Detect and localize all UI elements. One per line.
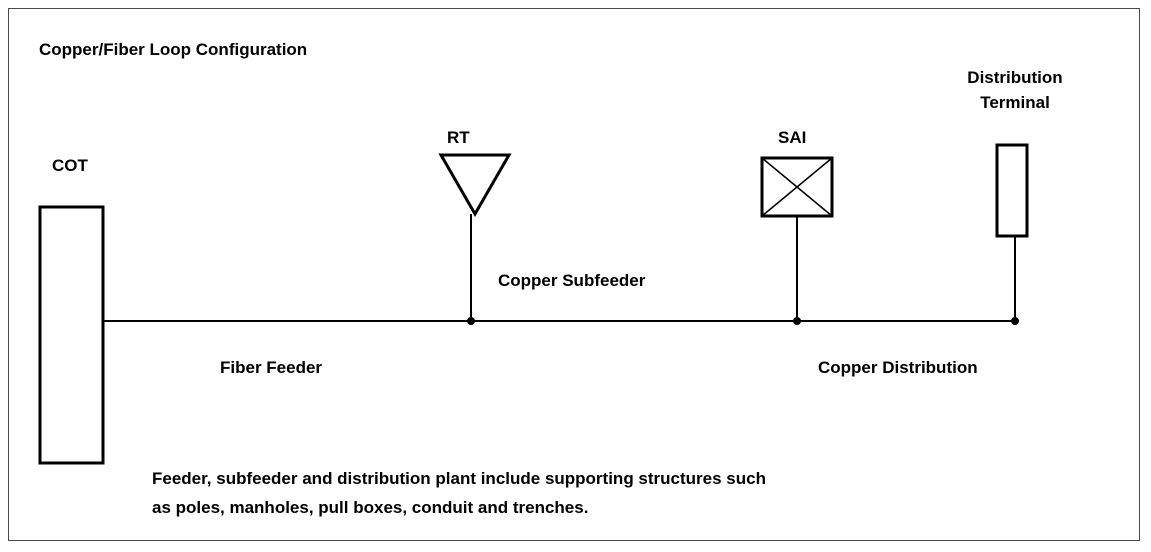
fiber-feeder-label: Fiber Feeder — [220, 358, 323, 377]
rt-triangle — [438, 153, 512, 218]
sai-cross-b — [761, 157, 833, 217]
distribution-terminal-shape — [995, 143, 1029, 238]
diagram-title: Copper/Fiber Loop Configuration — [39, 40, 308, 59]
distribution-terminal-label-line1: Distribution — [967, 68, 1063, 87]
sai-junction — [793, 317, 801, 325]
distribution-terminal-label-line2: Terminal — [980, 93, 1050, 112]
distribution-terminal-label: Distribution Terminal — [951, 68, 1079, 113]
rt-label: RT — [447, 128, 470, 147]
rt-junction — [467, 317, 475, 325]
cot-label: COT — [52, 156, 88, 175]
cot-shape — [38, 205, 105, 465]
sai-label: SAI — [778, 128, 807, 147]
note-line-1: Feeder, subfeeder and distribution plant… — [152, 469, 766, 488]
diagram-frame — [8, 8, 1140, 541]
copper-distribution-label: Copper Distribution — [818, 358, 978, 377]
distribution-terminal-junction — [1011, 317, 1019, 325]
note-line-2: as poles, manholes, pull boxes, conduit … — [152, 498, 589, 517]
copper-subfeeder-label: Copper Subfeeder — [498, 271, 646, 290]
